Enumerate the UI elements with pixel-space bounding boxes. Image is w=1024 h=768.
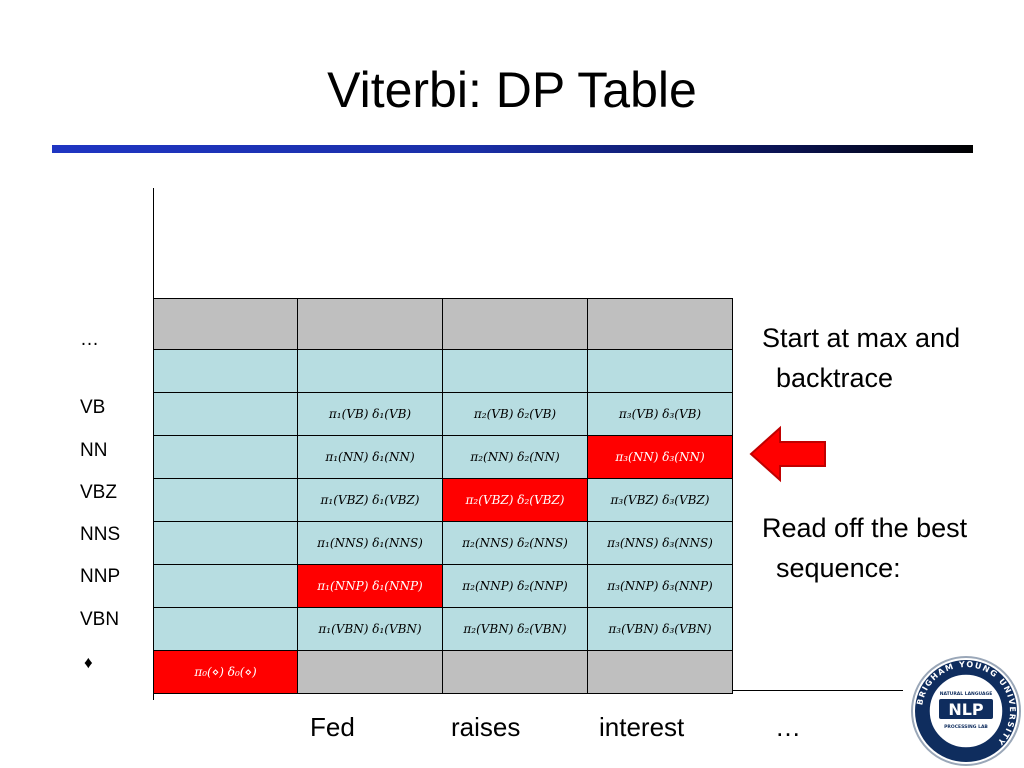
dp-cell [153, 565, 298, 608]
dp-cell [153, 350, 298, 393]
dp-cell: π₁(VBN) δ₁(VBN) [298, 608, 443, 651]
word-label-raises: raises [451, 712, 521, 742]
note-read-off-line2: sequence: [776, 553, 901, 583]
dp-cell: π₂(NNP) δ₂(NNP) [443, 565, 588, 608]
dp-cell [153, 608, 298, 651]
dp-cell [298, 651, 443, 694]
dp-cell [298, 298, 443, 350]
dp-cell [588, 350, 733, 393]
tag-label-ellipsis: … [80, 329, 99, 350]
note-read-off: Read off the best sequence: [762, 508, 967, 588]
title-underline-bar [52, 145, 973, 153]
dp-cell-highlight-nn-3: π₃(NN) δ₃(NN) [588, 436, 733, 479]
dp-cell: π₁(NN) δ₁(NN) [298, 436, 443, 479]
dp-cell: π₂(NNS) δ₂(NNS) [443, 522, 588, 565]
dp-cell [153, 479, 298, 522]
dp-cell [588, 298, 733, 350]
dp-cell: π₁(VB) δ₁(VB) [298, 393, 443, 436]
tag-label-vb: VB [80, 397, 106, 418]
logo-nlp-text: NLP [948, 700, 984, 719]
logo-natural-language-text: NATURAL LANGUAGE [940, 691, 993, 697]
word-label-ellipsis: … [775, 712, 801, 742]
left-arrow-icon [749, 425, 826, 483]
dp-cell [588, 651, 733, 694]
dp-cell [153, 522, 298, 565]
dp-table: π₁(VB) δ₁(VB) π₂(VB) δ₂(VB) π₃(VB) δ₃(VB… [153, 298, 733, 694]
dp-cell-highlight-vbz-2: π₂(VBZ) δ₂(VBZ) [443, 479, 588, 522]
dp-cell: π₁(NNS) δ₁(NNS) [298, 522, 443, 565]
word-label-fed: Fed [310, 712, 355, 742]
dp-cell [153, 436, 298, 479]
dp-cell: π₁(VBZ) δ₁(VBZ) [298, 479, 443, 522]
slide-title: Viterbi: DP Table [327, 62, 697, 118]
tag-label-nn: NN [80, 440, 108, 461]
dp-cell: π₃(NNP) δ₃(NNP) [588, 565, 733, 608]
dp-cell: π₃(VBZ) δ₃(VBZ) [588, 479, 733, 522]
tag-label-nnp: NNP [80, 566, 121, 587]
dp-cell [153, 393, 298, 436]
note-backtrace-line2: backtrace [776, 363, 894, 393]
logo-processing-lab-text: PROCESSING LAB [944, 724, 988, 730]
dp-cell-highlight-start: π₀(⋄) δ₀(⋄) [153, 651, 298, 694]
dp-cell [443, 298, 588, 350]
dp-cell: π₂(VBN) δ₂(VBN) [443, 608, 588, 651]
dp-cell: π₃(VB) δ₃(VB) [588, 393, 733, 436]
dp-cell: π₃(VBN) δ₃(VBN) [588, 608, 733, 651]
note-read-off-line1: Read off the best [762, 513, 968, 543]
note-backtrace: Start at max and backtrace [762, 318, 960, 398]
tag-label-start-symbol: ♦ [84, 653, 93, 672]
dp-cell-highlight-nnp-1: π₁(NNP) δ₁(NNP) [298, 565, 443, 608]
dp-cell: π₂(VB) δ₂(VB) [443, 393, 588, 436]
tag-label-nns: NNS [80, 524, 121, 545]
dp-cell: π₃(NNS) δ₃(NNS) [588, 522, 733, 565]
dp-cell [153, 298, 298, 350]
dp-cell [443, 651, 588, 694]
note-backtrace-line1: Start at max and [762, 323, 961, 353]
tag-label-vbn: VBN [80, 609, 120, 630]
byu-nlp-lab-logo-icon: BRIGHAM YOUNG UNIVERSITY NATURAL LANGUAG… [911, 656, 1021, 766]
tag-label-vbz: VBZ [80, 482, 117, 503]
dp-cell: π₂(NN) δ₂(NN) [443, 436, 588, 479]
dp-cell [443, 350, 588, 393]
dp-cell [298, 350, 443, 393]
word-label-interest: interest [599, 712, 685, 742]
